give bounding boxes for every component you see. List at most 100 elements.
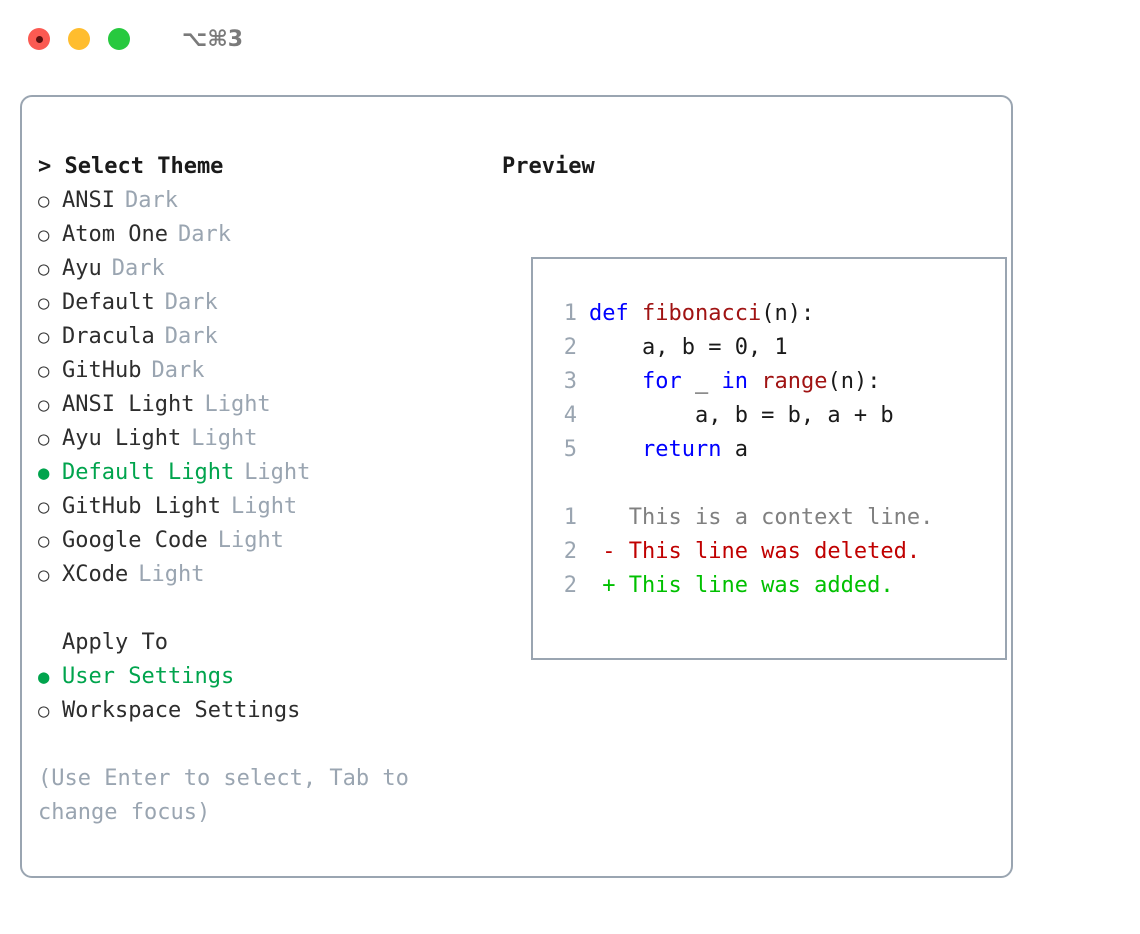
radio-selected-icon: ● [38, 462, 50, 484]
theme-category-label: Dark [111, 256, 165, 281]
code-line-text: This is a context line. [589, 501, 934, 535]
apply-to-title: Apply To [62, 630, 168, 655]
theme-name-label: Atom One [62, 222, 168, 247]
diff-line: 1 This is a context line. [551, 501, 934, 535]
code-line-text: + This line was added. [589, 569, 893, 603]
theme-name-label: Default [62, 290, 155, 315]
radio-unselected-icon: ○ [38, 258, 50, 280]
radio-unselected-icon: ○ [38, 360, 50, 382]
code-token: def [589, 301, 642, 326]
keyboard-hint-text: (Use Enter to select, Tab to change focu… [38, 766, 409, 825]
radio-unselected-icon: ○ [38, 564, 50, 586]
code-token [589, 369, 642, 394]
window-titlebar: ⌥⌘3 [0, 0, 1140, 78]
theme-list-item[interactable]: ○ XCode Light [38, 558, 478, 592]
code-line-number: 3 [563, 369, 577, 394]
radio-unselected-icon: ○ [38, 530, 50, 552]
code-line: 3 for _ in range(n): [551, 365, 933, 399]
theme-name-label: GitHub Light [62, 494, 221, 519]
code-token: a, b = b, a + b [589, 403, 894, 428]
code-token: return [641, 437, 722, 462]
theme-category-label: Dark [164, 324, 218, 349]
theme-name-label: XCode [62, 562, 129, 587]
apply-to-label: User Settings [62, 664, 235, 689]
code-token: (n): [827, 369, 881, 394]
theme-list-item[interactable]: ○ Dracula Dark [38, 320, 478, 354]
theme-category-label: Dark [164, 290, 218, 315]
theme-list-item[interactable]: ○ GitHub Light Light [38, 490, 478, 524]
close-button[interactable] [28, 28, 50, 50]
theme-name-label: GitHub [62, 358, 142, 383]
keyboard-shortcut-label: ⌥⌘3 [182, 26, 244, 52]
theme-name-label: ANSI [62, 188, 115, 213]
radio-unselected-icon: ○ [38, 700, 50, 722]
code-token [748, 369, 761, 394]
code-token: in [721, 369, 748, 394]
radio-unselected-icon: ○ [38, 224, 50, 246]
code-token: a, b = 0, 1 [589, 335, 788, 360]
radio-unselected-icon: ○ [38, 496, 50, 518]
code-token: fibonacci [641, 301, 762, 326]
code-token: a [721, 437, 748, 462]
theme-category-label: Light [138, 562, 205, 587]
code-token: range [761, 369, 828, 394]
code-token: This is a context line. [589, 505, 934, 530]
apply-to-label: Workspace Settings [62, 698, 301, 723]
code-line-text: a, b = 0, 1 [589, 331, 788, 365]
window-controls [28, 28, 130, 50]
code-token: (n): [761, 301, 815, 326]
code-line-text: - This line was deleted. [589, 535, 920, 569]
theme-category-label: Light [217, 528, 284, 553]
code-token: for [641, 369, 682, 394]
theme-name-label: ANSI Light [62, 392, 195, 417]
code-line-number: 1 [563, 505, 577, 530]
code-blank-line [551, 467, 933, 501]
list-spacer [38, 592, 478, 626]
radio-unselected-icon: ○ [38, 326, 50, 348]
code-line-number: 4 [563, 403, 577, 428]
theme-name-label: Google Code [62, 528, 208, 553]
maximize-button[interactable] [108, 28, 130, 50]
code-line: 1 def fibonacci(n): [551, 297, 933, 331]
apply-to-option[interactable]: ○ Workspace Settings [38, 694, 478, 728]
code-token: _ [681, 369, 722, 394]
code-line-text: for _ in range(n): [589, 365, 880, 399]
preview-header: Preview [502, 154, 595, 179]
theme-name-label: Dracula [62, 324, 155, 349]
theme-name-label: Ayu Light [62, 426, 182, 451]
theme-category-label: Light [191, 426, 258, 451]
code-line-text: def fibonacci(n): [589, 297, 814, 331]
theme-category-label: Light [244, 460, 311, 485]
theme-category-label: Light [230, 494, 298, 519]
code-line-number: 1 [563, 301, 577, 326]
diff-line: 2 + This line was added. [551, 569, 933, 603]
code-line: 5 return a [551, 433, 933, 467]
apply-to-option[interactable]: ● User Settings [38, 660, 478, 694]
theme-category-label: Dark [124, 188, 178, 213]
theme-list-item[interactable]: ○ Google Code Light [38, 524, 478, 558]
radio-unselected-icon: ○ [38, 394, 50, 416]
code-line-number: 5 [563, 437, 577, 462]
code-token: - This line was deleted. [589, 539, 921, 564]
theme-category-label: Dark [151, 358, 205, 383]
theme-list-item[interactable]: ○ GitHub Dark [38, 354, 478, 388]
apply-to-list: ● User Settings ○ Workspace Settings [38, 660, 478, 728]
select-theme-header: > Select Theme [38, 154, 224, 179]
code-line: 4 a, b = b, a + b [551, 399, 933, 433]
theme-list-item[interactable]: ○ ANSI Light Light [38, 388, 478, 422]
theme-category-label: Light [204, 392, 271, 417]
radio-selected-icon: ● [38, 666, 50, 688]
code-line-number: 2 [563, 335, 577, 360]
minimize-button[interactable] [68, 28, 90, 50]
